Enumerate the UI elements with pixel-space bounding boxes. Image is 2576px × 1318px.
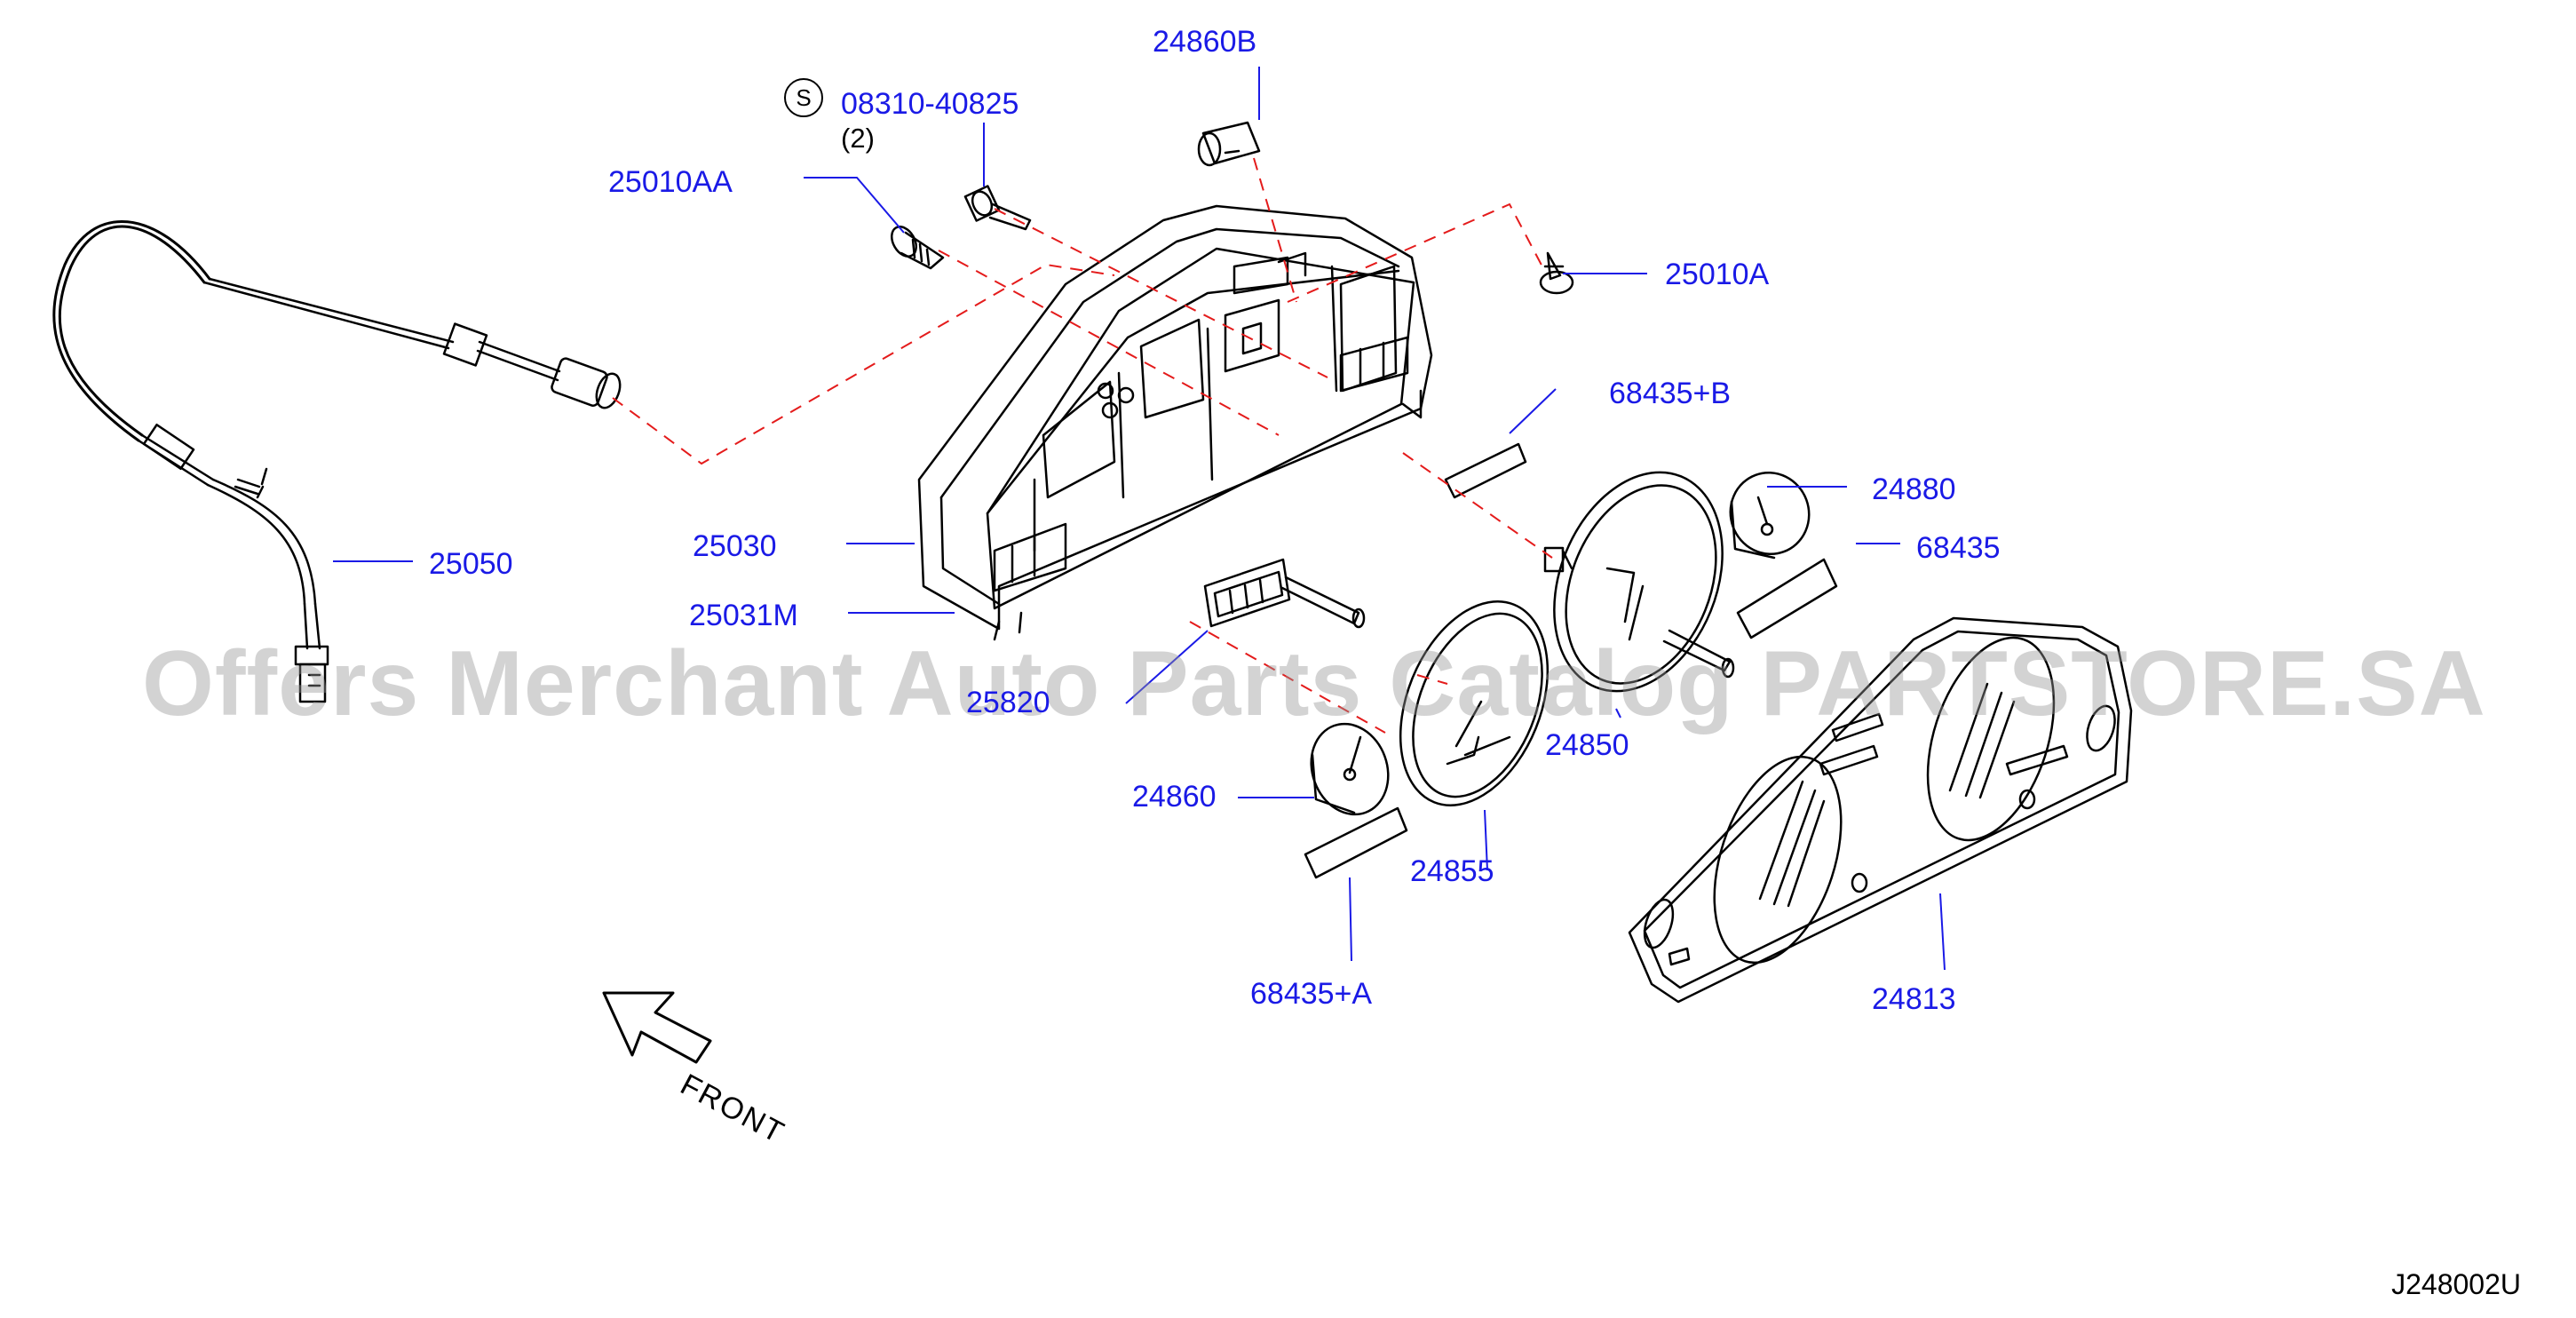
clip-24860B	[1197, 121, 1261, 167]
part-label-25030[interactable]: 25030	[693, 529, 777, 563]
gauge-24880	[1729, 471, 1811, 560]
part-label-24860[interactable]: 24860	[1132, 780, 1217, 814]
cluster-housing	[917, 204, 1433, 641]
part-label-08310-40825[interactable]: 08310-40825	[841, 87, 1019, 121]
s-marker-icon: S	[784, 78, 823, 117]
tachometer-24850	[1553, 471, 1735, 693]
diagram-code: J248002U	[2391, 1268, 2521, 1300]
label-plates	[1304, 442, 1838, 879]
leader-lines	[333, 67, 1946, 971]
part-label-24850[interactable]: 24850	[1545, 728, 1629, 762]
part-label-25031M[interactable]: 25031M	[689, 599, 798, 632]
part-label-25820[interactable]: 25820	[966, 686, 1050, 719]
screw-25010AA	[891, 226, 945, 270]
part-label-24813[interactable]: 24813	[1872, 982, 1956, 1016]
speedometer-cable	[52, 220, 622, 703]
part-label-24855[interactable]: 24855	[1410, 854, 1494, 888]
part-label-25010AA[interactable]: 25010AA	[608, 165, 733, 199]
part-label-25010A[interactable]: 25010A	[1665, 258, 1770, 291]
gauge-24860	[1310, 722, 1390, 816]
front-arrow	[602, 991, 712, 1064]
part-label-24880[interactable]: 24880	[1872, 472, 1956, 506]
part-label-68435[interactable]: 68435	[1916, 531, 2001, 565]
part-label-68435-A[interactable]: 68435+A	[1250, 977, 1373, 1011]
switch-25820	[1203, 558, 1366, 629]
speedometer-24855	[1399, 599, 1550, 807]
screw-25010A	[1539, 251, 1574, 295]
part-label-25050[interactable]: 25050	[429, 547, 513, 581]
assembly-dashed-lines	[612, 157, 1553, 734]
quantity-label: (2)	[841, 123, 875, 154]
watermark-text: Offers Merchant Auto Parts Catalog PARTS…	[142, 632, 2486, 735]
part-label-68435-B[interactable]: 68435+B	[1609, 377, 1732, 410]
bolt-08310-40825	[963, 185, 1032, 231]
tach-pin	[1543, 546, 1565, 573]
part-label-24860B[interactable]: 24860B	[1153, 25, 1257, 59]
cluster-lid-24813	[1628, 616, 2133, 1004]
